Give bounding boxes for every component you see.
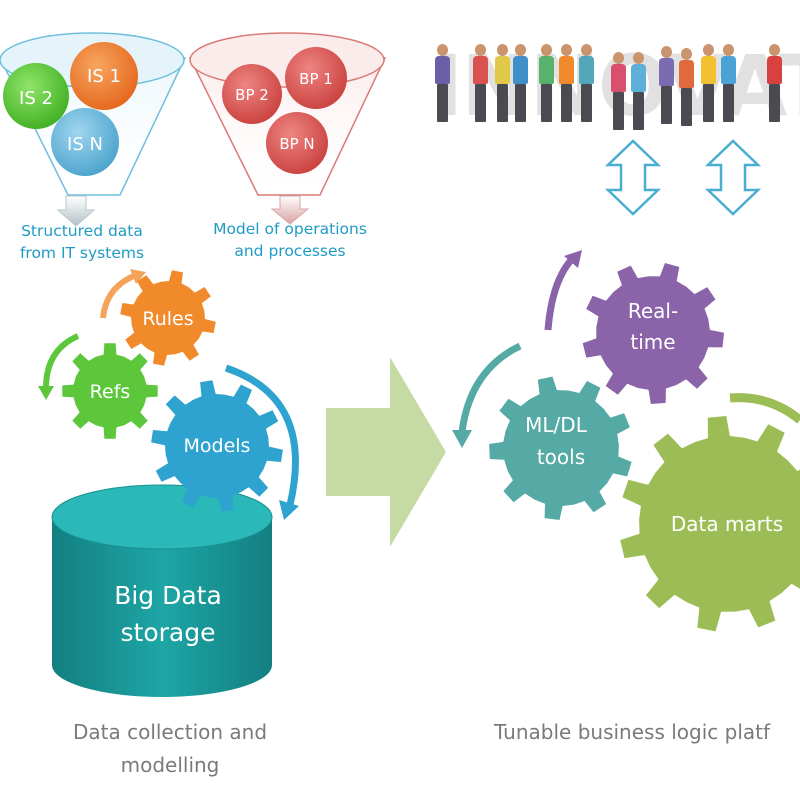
ball-isn-label: IS N xyxy=(67,134,103,155)
refs-cycle-arrow-icon xyxy=(43,333,80,389)
person-figure xyxy=(578,44,595,122)
gear-realtime xyxy=(582,263,724,404)
big-data-storage: Big Data storage xyxy=(51,484,273,697)
marts-cycle-arrow-icon xyxy=(729,393,800,424)
person-figure xyxy=(512,44,529,122)
person-figure xyxy=(700,44,717,122)
models-cycle-arrow-icon xyxy=(224,364,299,506)
caption-business-logic: Tunable business logic platf xyxy=(494,720,771,744)
caption-line: Structured data xyxy=(21,222,143,240)
cylinder-top xyxy=(51,484,273,550)
person-figure xyxy=(558,44,575,122)
caption-data-collection: Data collection and modelling xyxy=(30,716,310,782)
arrow-head-icon xyxy=(38,386,54,400)
caption-line: and processes xyxy=(234,242,346,260)
arrow-head-icon xyxy=(279,500,299,520)
ball-bp2-label: BP 2 xyxy=(235,86,269,104)
person-figure xyxy=(434,44,451,122)
gear-models-label: Models xyxy=(184,435,251,457)
gear-realtime-label-line2: time xyxy=(630,330,675,354)
gear-rules-label: Rules xyxy=(142,308,193,330)
arrow-head-icon xyxy=(130,269,146,284)
realtime-cycle-arrow-icon xyxy=(544,255,576,331)
person-figure xyxy=(766,44,783,122)
gear-realtime-label-line1: Real- xyxy=(628,299,678,323)
person-figure xyxy=(720,44,737,122)
ball-is1 xyxy=(70,42,138,110)
gear-refs-label: Refs xyxy=(90,381,131,403)
ball-isn xyxy=(51,108,119,176)
gear-marts-label: Data marts xyxy=(671,512,783,536)
double-arrow-icon xyxy=(604,139,662,216)
arrow-head-icon xyxy=(564,250,582,268)
big-right-arrow-icon xyxy=(326,357,446,547)
down-arrow-icon xyxy=(270,195,310,225)
caption-line: Model of operations xyxy=(213,220,367,238)
caption-line: Data collection and xyxy=(72,720,268,744)
ball-bpn-label: BP N xyxy=(279,135,314,153)
ball-bpn xyxy=(266,112,328,174)
rules-cycle-arrow-icon xyxy=(100,272,138,319)
person-figure xyxy=(658,46,675,124)
ball-bp1-label: BP 1 xyxy=(299,70,333,88)
gear-ml xyxy=(489,376,632,520)
person-figure xyxy=(538,44,555,122)
person-figure xyxy=(472,44,489,122)
person-figure xyxy=(630,52,647,130)
gear-marts xyxy=(620,416,800,632)
caption-structured-data: Structured data from IT systems xyxy=(6,220,158,264)
gear-rules xyxy=(120,270,216,366)
gear-ml-label-line1: ML/DL xyxy=(525,413,588,437)
funnel-it-systems: IS 2 IS 1 IS N xyxy=(0,32,187,227)
gear-models xyxy=(151,380,283,512)
ball-is2 xyxy=(3,63,69,129)
cylinder-body xyxy=(52,517,272,697)
storage-label-line1: Big Data xyxy=(114,581,222,610)
person-figure xyxy=(678,48,695,126)
ball-bp1 xyxy=(285,47,347,109)
caption-line: modelling xyxy=(120,753,220,777)
person-figure xyxy=(610,52,627,130)
ball-is1-label: IS 1 xyxy=(87,66,121,87)
arrow-head-icon xyxy=(452,430,472,448)
down-arrow-icon xyxy=(56,195,96,227)
caption-line: from IT systems xyxy=(19,244,145,262)
innovation-people-group xyxy=(432,42,800,130)
person-figure xyxy=(494,44,511,122)
ml-cycle-arrow-icon xyxy=(458,342,522,433)
double-arrow-icon xyxy=(704,139,762,216)
ball-bp2 xyxy=(222,64,282,124)
funnel-processes: BP 2 BP 1 BP N xyxy=(188,32,387,225)
caption-model-operations: Model of operations and processes xyxy=(196,218,384,262)
gear-refs xyxy=(62,343,158,439)
gear-ml-label-line2: tools xyxy=(537,445,585,469)
storage-label-line2: storage xyxy=(121,618,216,647)
ball-is2-label: IS 2 xyxy=(19,88,53,109)
